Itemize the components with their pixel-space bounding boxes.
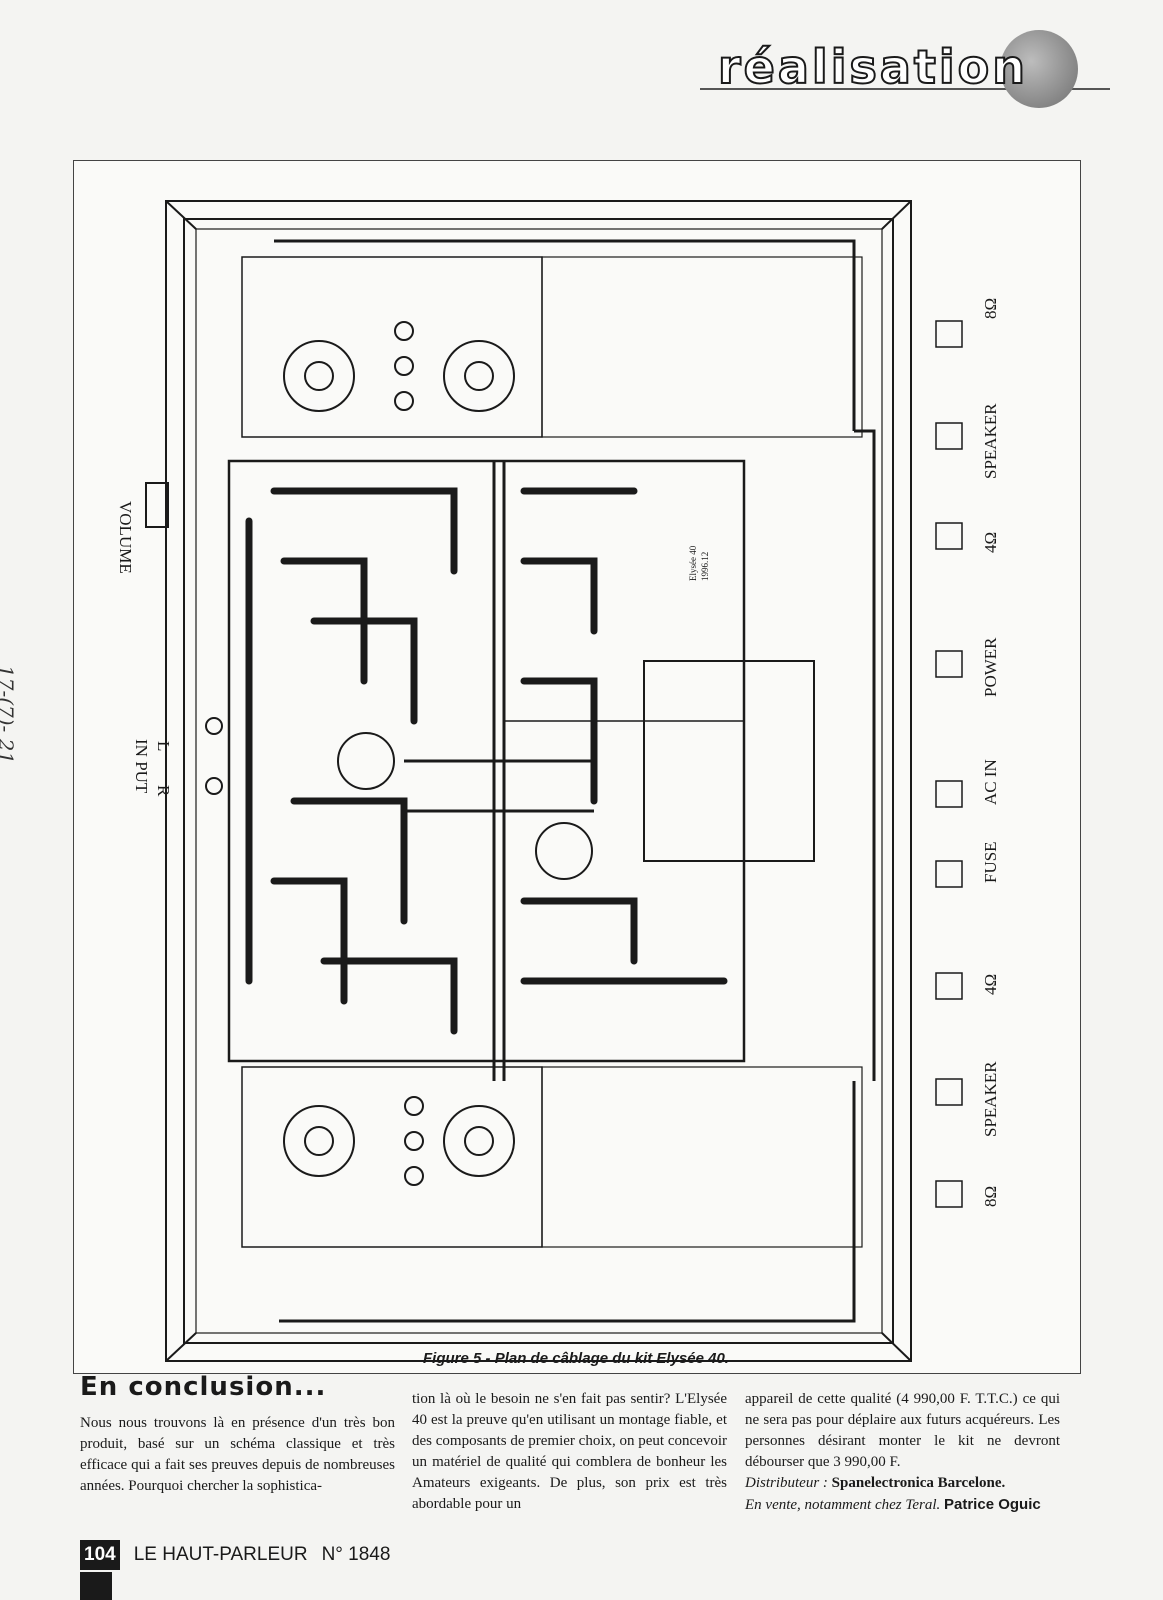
page-number: 104 [80, 1540, 120, 1570]
tube-socket-4 [443, 1105, 515, 1177]
label-l: L [154, 741, 173, 751]
magazine-name: LE HAUT-PARLEUR [133, 1544, 308, 1565]
tube-socket-1 [283, 340, 355, 412]
speaker-terminal-com-bottom [935, 1078, 963, 1106]
speaker-terminal-com-top [935, 422, 963, 450]
chassis-inner [183, 218, 894, 1344]
label-board-date: 1996.12 [700, 552, 710, 581]
ac-inlet [935, 780, 963, 808]
label-4ohm-bottom: 4Ω [981, 974, 1000, 995]
page-footer: 104 LE HAUT-PARLEUR N° 1848 [80, 1540, 390, 1570]
transformer [643, 660, 815, 862]
figure-caption: Figure 5 - Plan de câblage du kit Elysée… [423, 1350, 729, 1367]
author-name: Patrice Oguic [944, 1496, 1041, 1513]
distributor-label: Distributeur : [745, 1475, 828, 1491]
capacitor-large [535, 822, 593, 880]
sale-note: En vente, notamment chez Teral. [745, 1497, 941, 1513]
tube-socket-2 [443, 340, 515, 412]
speaker-terminal-4ohm-top [935, 522, 963, 550]
wiring-diagram-svg: VOLUME L R IN PUT 8Ω SPEAKER 4Ω POWER AC… [116, 200, 1000, 1362]
article-paragraph-1: Nous nous trouvons là en présence d'un t… [80, 1415, 395, 1494]
section-header: réalisation [717, 39, 1028, 95]
label-speaker-bottom: SPEAKER [981, 1061, 1000, 1137]
label-input: IN PUT [132, 739, 151, 794]
label-power: POWER [981, 637, 1000, 697]
main-pcb [227, 459, 746, 1063]
label-4ohm-top: 4Ω [981, 532, 1000, 553]
wiring-diagram-figure: VOLUME L R IN PUT 8Ω SPEAKER 4Ω POWER AC… [73, 160, 1081, 1374]
handwritten-note: 17-(7)- 21 [0, 665, 18, 765]
label-r: R [154, 785, 173, 797]
chassis-outline [165, 200, 912, 1362]
label-board-name: Elysée 40 [688, 545, 698, 581]
speaker-terminal-8ohm-top [935, 320, 963, 348]
section-title: En conclusion... [80, 1372, 327, 1402]
power-switch [935, 650, 963, 678]
tube-socket-3 [283, 1105, 355, 1177]
header-disc-logo [1000, 30, 1078, 108]
speaker-terminal-4ohm-bottom [935, 972, 963, 1000]
label-fuse: FUSE [981, 841, 1000, 883]
distributor-name: Spanelectronica Barcelone. [831, 1475, 1006, 1491]
speaker-terminal-8ohm-bottom [935, 1180, 963, 1208]
fuse-holder [935, 860, 963, 888]
article-column-1: Nous nous trouvons là en présence d'un t… [80, 1413, 395, 1497]
chassis-rim [195, 228, 883, 1334]
input-jack-l [205, 717, 223, 735]
volume-knob [145, 482, 169, 528]
article-paragraph-2: tion là où le besoin ne s'en fait pas se… [412, 1391, 727, 1512]
label-speaker-top: SPEAKER [981, 403, 1000, 479]
article-column-2: tion là où le besoin ne s'en fait pas se… [412, 1389, 727, 1515]
label-volume: VOLUME [116, 501, 135, 574]
article-column-3: appareil de cette qualité (4 990,00 F. T… [745, 1389, 1060, 1516]
label-ac-in: AC IN [981, 759, 1000, 805]
header-rule [700, 88, 1110, 90]
issue-number: N° 1848 [321, 1544, 391, 1565]
label-8ohm-top: 8Ω [981, 298, 1000, 319]
capacitor-center [337, 732, 395, 790]
label-8ohm-bottom: 8Ω [981, 1186, 1000, 1207]
input-jack-r [205, 777, 223, 795]
footer-bar [80, 1572, 112, 1600]
article-paragraph-3: appareil de cette qualité (4 990,00 F. T… [745, 1391, 1060, 1470]
